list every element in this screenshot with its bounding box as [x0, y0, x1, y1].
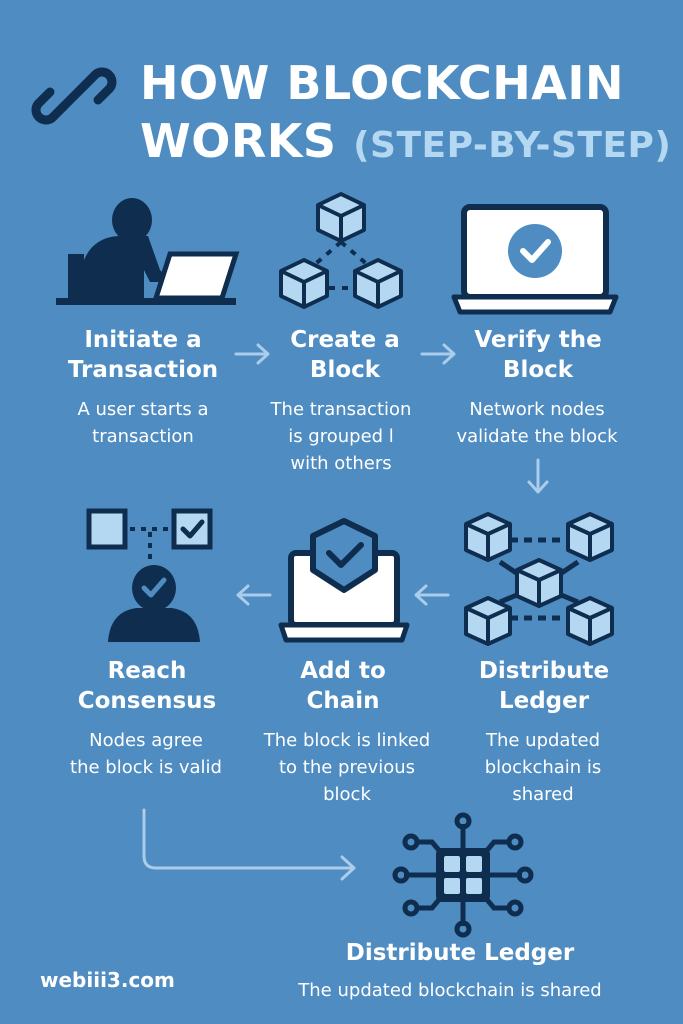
arrow-down-icon — [527, 458, 549, 494]
chain-link-icon — [31, 67, 117, 125]
final-step-title: Distribute Ledger — [345, 940, 575, 966]
page-title-line2: WORKS (STEP-BY-STEP) — [140, 118, 671, 164]
user-laptop-icon — [56, 198, 240, 305]
network-hub-icon — [392, 812, 534, 938]
arrow-right-2-icon — [420, 343, 456, 365]
page-title-works: WORKS — [140, 114, 337, 168]
laptop-check-icon — [451, 204, 619, 315]
arrow-right-1-icon — [234, 343, 270, 365]
blocks-network-icon — [279, 192, 403, 309]
final-step-desc: The updated blockchain is shared — [298, 980, 602, 1001]
brand-url: webiii3.com — [40, 968, 175, 992]
laptop-shield-icon — [278, 518, 410, 643]
arrow-left-2-icon — [414, 584, 450, 606]
page-title-line1: HOW BLOCKCHAIN — [140, 56, 625, 110]
ledger-network-icon — [464, 512, 614, 646]
arrow-elbow-icon — [142, 808, 356, 881]
consensus-user-icon — [86, 508, 213, 642]
page-title-accent: (STEP-BY-STEP) — [353, 125, 672, 166]
arrow-left-1-icon — [236, 584, 272, 606]
